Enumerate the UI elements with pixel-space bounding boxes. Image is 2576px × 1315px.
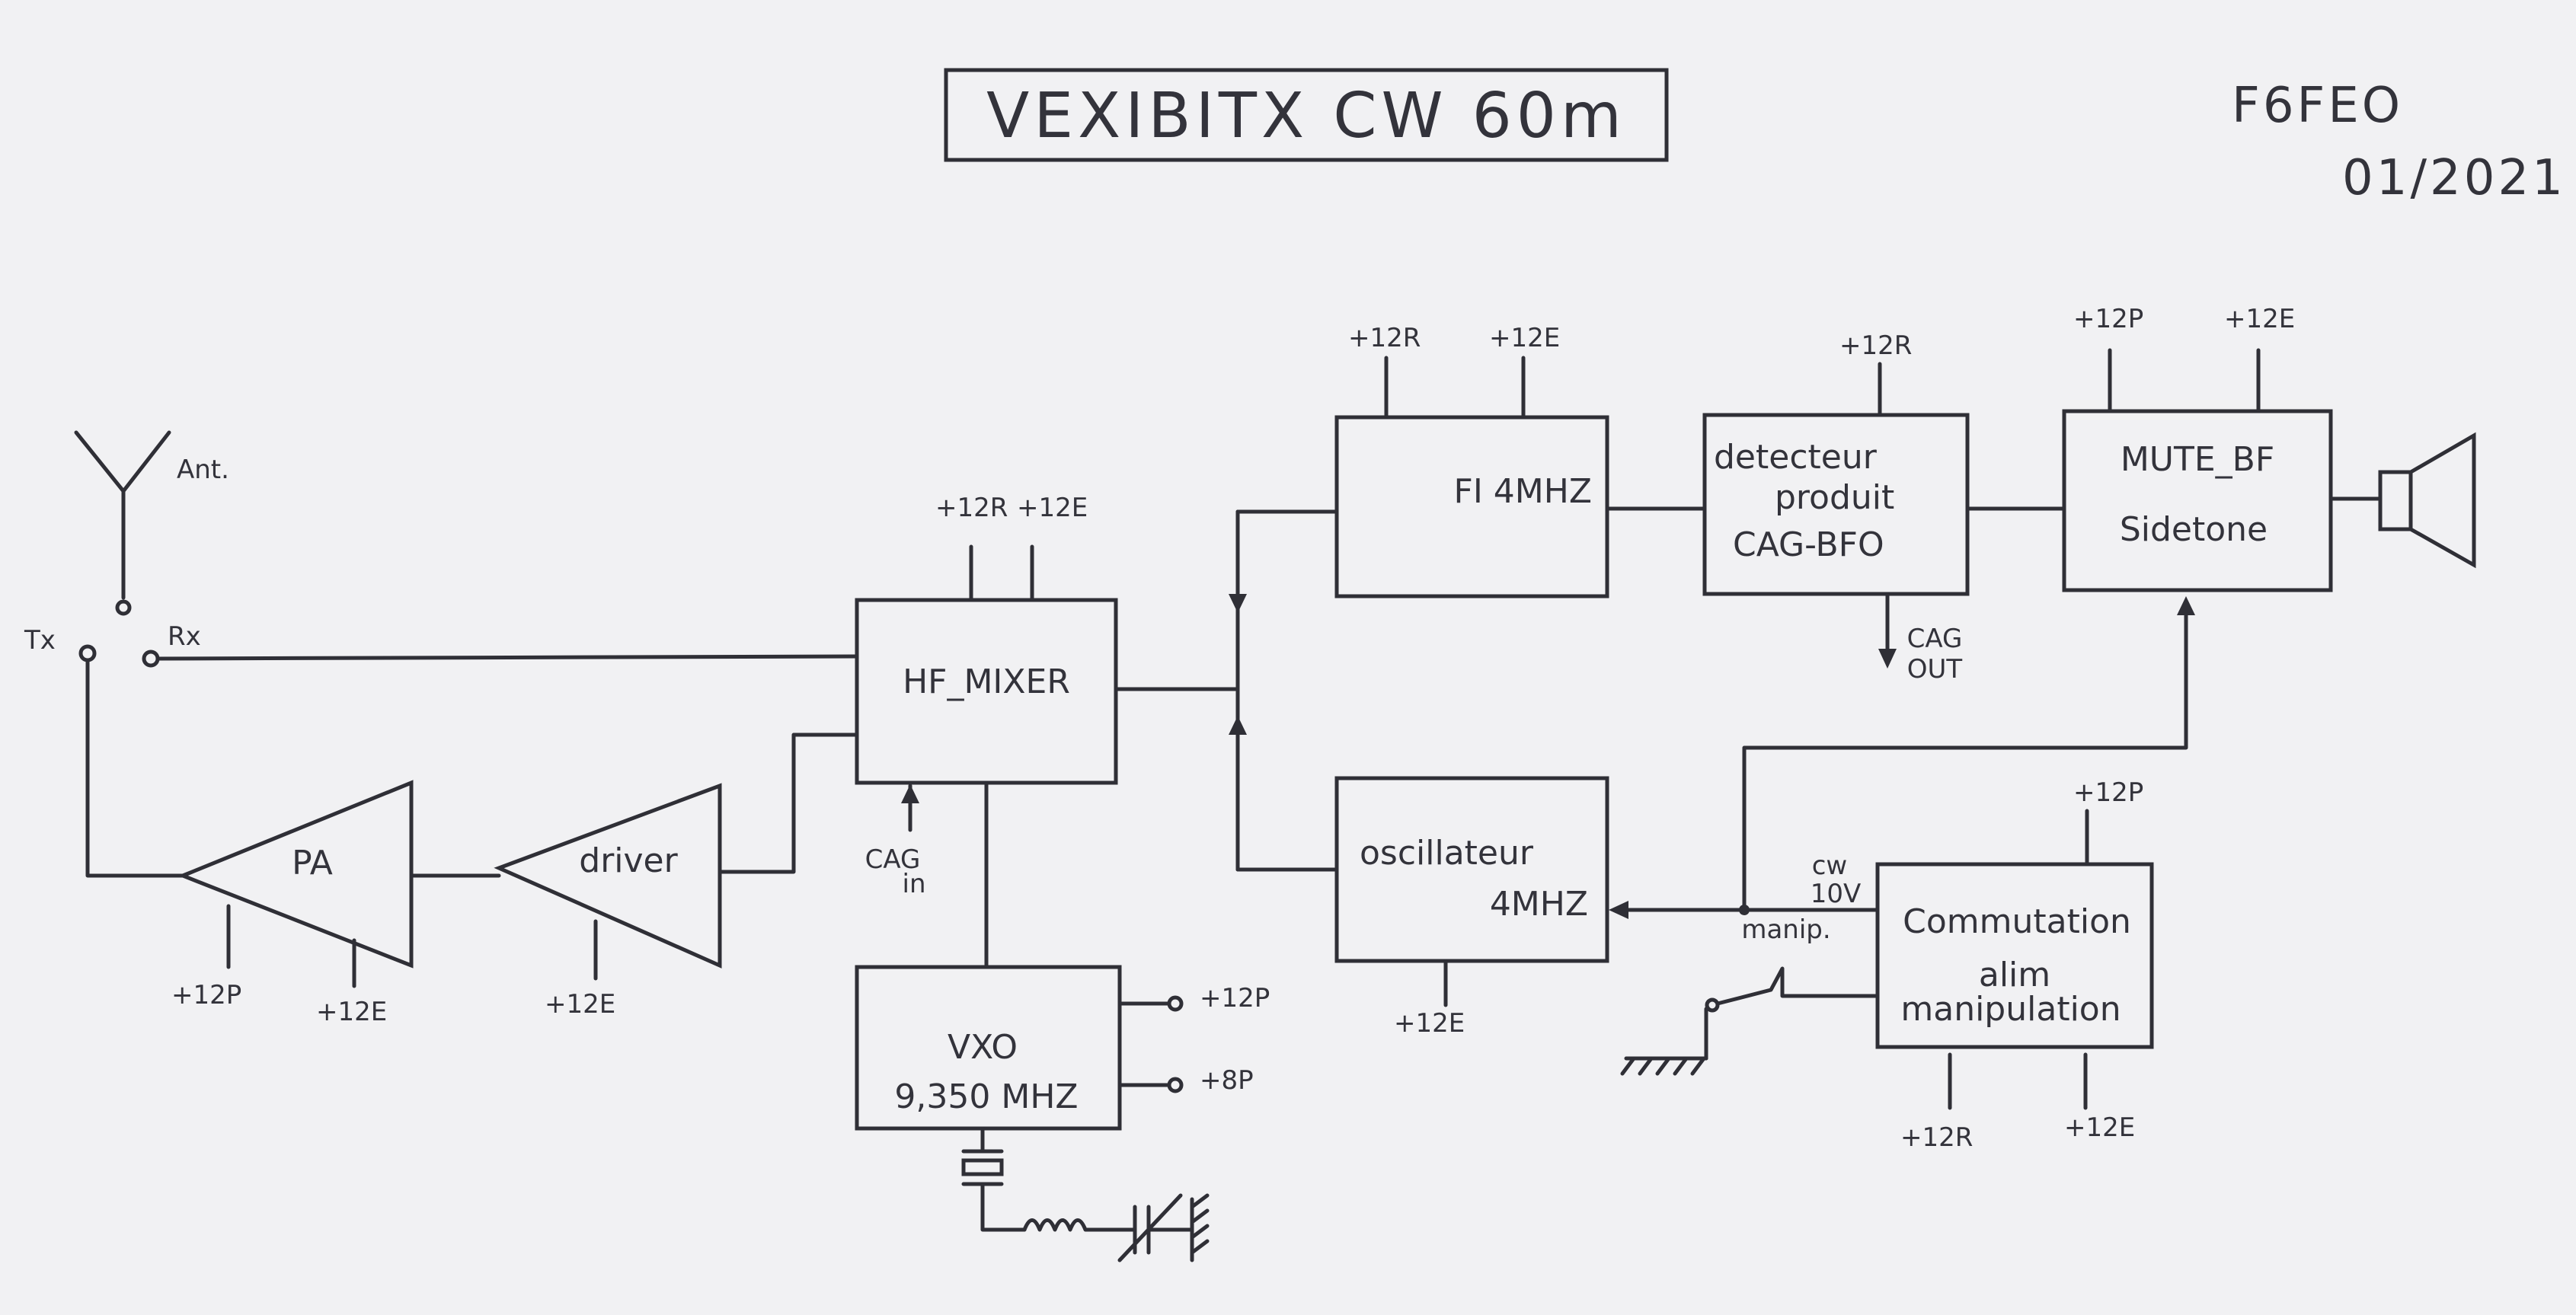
cw-voltage-label: 10V	[1811, 879, 1862, 909]
antenna-switch-contact	[115, 599, 132, 616]
tx-terminal	[78, 644, 97, 662]
cw-label: cw	[1812, 851, 1848, 881]
ground-icon	[1190, 1193, 1210, 1262]
crystal-icon	[961, 1126, 1027, 1232]
driver-supply: +12E	[545, 989, 615, 1020]
rx-wire	[155, 654, 859, 661]
tx-wire	[85, 658, 185, 878]
oscillator-block	[1334, 776, 1609, 963]
oscillator-supply: +12E	[1394, 1008, 1465, 1039]
mute-bf-block	[2062, 409, 2333, 592]
vxo-supply-1: +12P	[1200, 983, 1270, 1013]
manip-label: manip.	[1741, 914, 1830, 945]
pa-label: PA	[292, 844, 333, 883]
cag-in-label-2: in	[903, 869, 926, 899]
callsign: F6FEO	[2232, 78, 2403, 134]
vxo-frequency: 9,350 MHZ	[894, 1077, 1078, 1116]
commutation-label-3: manipulation	[1900, 990, 2121, 1029]
commutation-block	[1875, 862, 2154, 1049]
hf-mixer-supply-1: +12R	[935, 493, 1008, 523]
mute-bf-supply-1: +12P	[2073, 304, 2143, 334]
oscillator-label-1: oscillateur	[1360, 834, 1534, 873]
fi-supply-2: +12E	[1489, 323, 1560, 353]
cag-out-label-1: CAG	[1907, 624, 1963, 654]
vxo-block	[855, 965, 1122, 1131]
ground-icon	[1620, 1056, 1708, 1076]
speaker-icon	[2378, 432, 2476, 569]
detector-label-1: detecteur	[1714, 438, 1878, 477]
cag-out-label-2: OUT	[1907, 654, 1963, 685]
hf-mixer-label: HF_MIXER	[903, 662, 1070, 701]
title-frame	[944, 68, 1669, 162]
rx-terminal	[142, 650, 160, 668]
tx-label: Tx	[24, 625, 56, 656]
commutation-label-2: alim	[1979, 956, 2050, 994]
commutation-supply-2: +12E	[2064, 1112, 2135, 1143]
mute-bf-supply-2: +12E	[2224, 304, 2295, 334]
detector-supply: +12R	[1839, 330, 1912, 361]
driver-label: driver	[579, 841, 678, 880]
hf-mixer-supply-2: +12E	[1017, 493, 1088, 523]
driver-amplifier	[494, 783, 722, 969]
oscillator-label-2: 4MHZ	[1490, 885, 1588, 924]
vxo-supply-2: +8P	[1200, 1065, 1254, 1096]
pa-supply-2: +12E	[316, 997, 387, 1027]
mute-bf-label-1: MUTE_BF	[2121, 440, 2274, 479]
variable-capacitor-icon	[1117, 1193, 1194, 1262]
commutation-supply-1: +12R	[1900, 1122, 1973, 1153]
date: 01/2021	[2342, 150, 2566, 206]
commutation-supply-top: +12P	[2073, 777, 2143, 808]
fi-label: FI 4MHZ	[1454, 472, 1592, 511]
pa-supply-1: +12P	[171, 980, 241, 1010]
mixer-to-driver-wire	[718, 733, 859, 874]
cag-in-label-1: CAG	[865, 844, 921, 875]
vxo-label: VXO	[948, 1028, 1018, 1067]
mute-bf-label-2: Sidetone	[2120, 510, 2268, 549]
page-title: VEXIBITX CW 60m	[986, 80, 1626, 152]
antenna-icon	[74, 430, 171, 600]
inductor-icon	[1022, 1218, 1122, 1232]
detector-label-3: CAG-BFO	[1733, 525, 1884, 564]
fi-supply-1: +12R	[1348, 323, 1421, 353]
detector-block	[1702, 413, 1970, 596]
detector-label-2: produit	[1775, 478, 1894, 517]
rx-label: Rx	[168, 621, 201, 652]
key-switch-icon	[1658, 966, 1880, 1061]
antenna-label: Ant.	[177, 455, 229, 485]
commutation-label-1: Commutation	[1903, 902, 2131, 941]
